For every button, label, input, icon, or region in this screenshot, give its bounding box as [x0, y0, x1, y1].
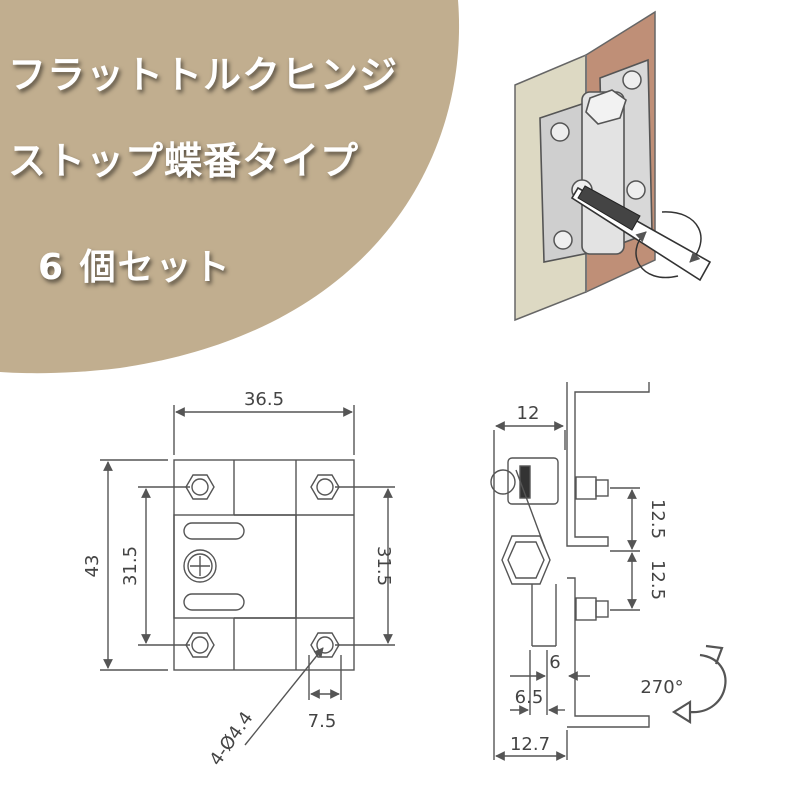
- dim-pitch-left: 31.5: [120, 546, 141, 586]
- title-line-3: 6 個セット: [38, 247, 232, 288]
- dim-side-depth: 12: [517, 403, 540, 424]
- dim-rotation: 270°: [640, 677, 683, 698]
- hinge-3d-illustration: [514, 10, 712, 322]
- dim-side-thickness: 6: [549, 652, 560, 673]
- front-view-drawing: [100, 405, 395, 746]
- dim-side-pitch-upper: 12.5: [647, 499, 668, 539]
- dim-pitch-right: 31.5: [373, 546, 394, 586]
- dim-side-offset: 6.5: [515, 687, 544, 708]
- side-view-drawing: [490, 382, 727, 761]
- title-banner: [0, 0, 460, 374]
- title-line-2: ストップ蝶番タイプ: [8, 139, 360, 183]
- dim-height: 43: [82, 555, 103, 578]
- dim-width: 36.5: [244, 389, 284, 410]
- dim-side-total: 12.7: [510, 734, 550, 755]
- dim-side-pitch-lower: 12.5: [647, 560, 668, 600]
- dim-hole-offset: 7.5: [308, 711, 337, 732]
- title-line-1: フラットトルクヒンジ: [8, 53, 399, 97]
